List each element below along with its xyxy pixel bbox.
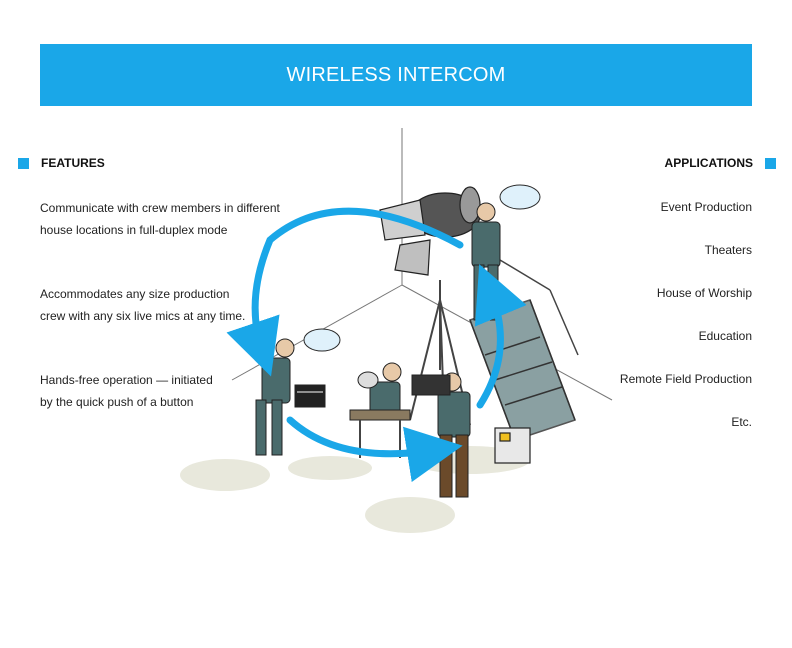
feature-line: Hands-free operation — initiated: [40, 373, 213, 387]
camera-operator: [411, 372, 471, 498]
application-item: Theaters: [704, 243, 752, 257]
feature-item: Hands-free operation — initiated by the …: [40, 369, 213, 413]
feature-line: house locations in full-duplex mode: [40, 223, 228, 237]
feature-line: by the quick push of a button: [40, 395, 194, 409]
battery-box: [494, 427, 531, 464]
speech-bubbles: [303, 184, 541, 352]
banner-title: WIRELESS INTERCOM: [286, 63, 506, 86]
applications-heading: APPLICATIONS: [665, 156, 776, 170]
feature-item: Accommodates any size production crew wi…: [40, 283, 245, 327]
feature-line: crew with any six live mics at any time.: [40, 309, 246, 323]
features-square-icon: [18, 157, 29, 169]
features-heading-label: FEATURES: [41, 156, 105, 170]
feature-line: Communicate with crew members in differe…: [40, 201, 280, 215]
title-banner: WIRELESS INTERCOM: [40, 44, 752, 106]
seated-director: [349, 362, 411, 458]
floor-shadows: [180, 446, 530, 533]
film-crew-illustration: [180, 128, 613, 533]
applications-square-icon: [765, 157, 776, 169]
applications-heading-label: APPLICATIONS: [664, 156, 753, 170]
stepladder: [469, 259, 579, 441]
application-item: Remote Field Production: [619, 372, 752, 386]
application-item: Etc.: [731, 415, 752, 429]
application-item: Event Production: [660, 200, 752, 214]
features-heading: FEATURES: [18, 156, 105, 170]
feature-item: Communicate with crew members in differe…: [40, 197, 280, 241]
application-item: Education: [698, 329, 752, 343]
application-item: House of Worship: [656, 286, 752, 300]
feature-line: Accommodates any size production: [40, 287, 230, 301]
communication-arrows: [226, 207, 527, 483]
